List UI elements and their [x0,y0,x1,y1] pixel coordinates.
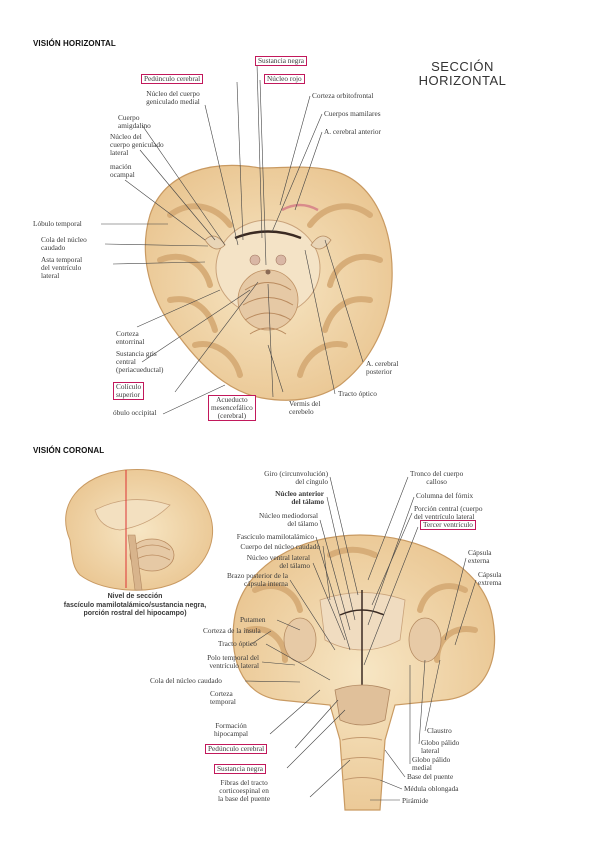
label-corteza-entorrinal: Corteza entorrinal [116,329,145,346]
label-corteza-orbitofrontal: Corteza orbitofrontal [312,91,374,100]
label-pedunculo-cerebral-c: Pedúnculo cerebral [205,744,268,754]
label-lobulo-occipital: óbulo occipital [113,408,157,417]
label-cerebral-anterior: A. cerebral anterior [324,127,381,136]
label-capsula-extrema: Cápsula extrema [478,570,502,587]
section-level-caption: Nivel de sección fascículo mamilotalámic… [63,593,207,617]
label-lobulo-temporal: Lóbulo temporal [33,219,82,228]
label-claustro: Claustro [427,726,452,735]
label-nucleo-anterior-talamo: Núcleo anterior del tálamo [275,489,324,506]
label-fasciculo-mamilotalamico: Fascículo mamilotalámico [236,532,314,541]
label-sustancia-gris-central: Sustancia gris central (periacueductal) [116,349,164,374]
label-formacion-hipocampal: mación ocampal [110,162,135,179]
coronal-section-brain [232,534,496,811]
label-geniculado-medial: Núcleo del cuerpo geniculado medial [146,89,200,106]
label-brazo-posterior: Brazo posterior de la cápsula interna [227,571,288,588]
label-cuerpos-mamilares: Cuerpos mamilares [324,109,381,118]
label-capsula-externa: Cápsula externa [468,548,492,565]
label-corteza-insula: Corteza de la ínsula [203,626,261,635]
sagittal-inset-brain [65,468,214,591]
coronal-leader-lines [244,476,477,801]
label-cola-caudado: Cola del núcleo caudado [41,235,87,252]
label-cuerpo-caudado: Cuerpo del núcleo caudado [240,542,320,551]
horizontal-section-brain [144,164,393,401]
horizontal-view-heading: VISIÓN HORIZONTAL [33,39,116,48]
label-cuerpo-amigdalino: Cuerpo amigdalino [118,113,151,130]
label-sustancia-negra: Sustancia negra [255,56,307,66]
label-polo-temporal: Polo temporal del ventrículo lateral [207,653,259,670]
label-asta-temporal: Asta temporal del ventrículo lateral [41,255,83,280]
label-piramide: Pirámide [402,796,429,805]
label-giro-cingulo: Giro (circunvolución) del cíngulo [264,469,328,486]
label-nucleo-ventral-lateral: Núcleo ventral lateral del tálamo [246,553,310,570]
label-pedunculo-cerebral: Pedúnculo cerebral [141,74,204,84]
label-coliculo-superior: Colículo superior [113,382,145,400]
label-fibras-corticoespinal: Fibras del tracto corticoespinal en la b… [218,778,271,803]
label-porcion-central: Porción central (cuerpo del ventrículo l… [414,504,483,521]
label-putamen: Putamen [240,615,266,624]
horizontal-section-title: SECCIÓN HORIZONTAL [418,59,507,88]
label-tronco-cuerpo-calloso: Tronco del cuerpo calloso [410,469,464,486]
label-nucleo-rojo: Núcleo rojo [264,74,305,84]
label-acueducto-mesencefalico: Acueducto mesencefálico (cerebral) [208,395,256,421]
label-tracto-optico-h: Tracto óptico [338,389,377,398]
label-sustancia-negra-c: Sustancia negra [214,764,266,774]
label-cerebral-posterior: A. cerebral posterior [366,359,399,376]
label-formacion-hipocampal-c: Formación hipocampal [214,721,249,738]
label-columna-fornix: Columna del fórnix [416,491,474,500]
label-globo-palido-medial: Globo pálido medial [412,755,451,772]
label-tercer-ventriculo: Tercer ventrículo [420,520,476,530]
label-cola-caudado-c: Cola del núcleo caudado [150,676,222,685]
label-base-puente: Base del puente [407,772,454,781]
label-nucleo-mediodorsal: Núcleo mediodorsal del tálamo [259,511,318,528]
label-tracto-optico-c: Tracto óptico [218,639,257,648]
label-corteza-temporal: Corteza temporal [210,689,236,706]
label-geniculado-lateral: Núcleo del cuerpo geniculado lateral [110,132,164,157]
label-medula-oblongada: Médula oblongada [404,784,459,793]
label-globo-palido-lateral: Globo pálido lateral [421,738,460,755]
label-vermis-cerebelo: Vermis del cerebelo [289,399,321,416]
coronal-view-heading: VISIÓN CORONAL [33,446,105,455]
horizontal-leader-lines [101,63,364,415]
